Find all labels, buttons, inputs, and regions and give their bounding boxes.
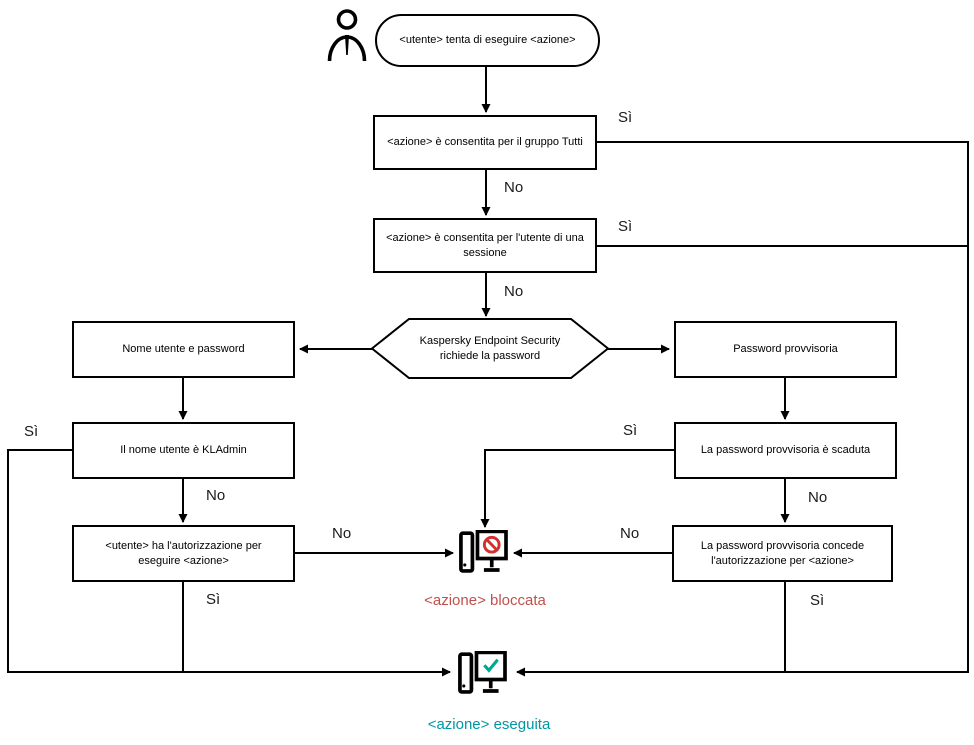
edge-label-yes-kladmin: Sì [24,423,39,440]
decision-hexagon [370,318,610,379]
edge-label-yes-expired: Sì [623,422,638,439]
allowed-for-group-box: <azione> è consentita per il gruppo Tutt… [373,115,597,170]
executed-result-label: <azione> eseguita [427,716,551,733]
edge-label-no-session: No [504,283,524,300]
edge-label-no-group: No [504,179,524,196]
user-icon [327,9,367,62]
kes-prompt-hexagon-label: Kaspersky Endpoint Security richiede la … [419,335,561,362]
computer-check-icon [458,651,507,694]
temporary-password-box: Password provvisoria [674,321,897,378]
edge-label-yes-grants: Sì [810,592,825,609]
username-password-box: Nome utente e password [72,321,295,378]
prohibition-symbol [482,535,501,554]
blocked-result-label: <azione> bloccata [424,592,546,609]
edge-label-yes-group: Sì [618,109,633,126]
start-node: <utente> tenta di eseguire <azione> [375,14,600,67]
allowed-for-session-box: <azione> è consentita per l'utente di un… [373,218,597,273]
check-symbol [483,658,499,673]
edge-label-yes-authorized: Sì [206,591,221,608]
temp-password-expired-box: La password provvisoria è scaduta [674,422,897,479]
user-authorized-box: <utente> ha l'autorizzazione per eseguir… [72,525,295,582]
computer-blocked-icon [459,530,508,573]
edge-label-no-kladmin: No [206,487,226,504]
is-kladmin-box: Il nome utente è KLAdmin [72,422,295,479]
edge-label-no-expired: No [808,489,828,506]
edge-label-yes-session: Sì [618,218,633,235]
temp-password-grants-box: La password provvisoria concede l'autori… [672,525,893,582]
edge-label-no-grants: No [620,525,640,542]
edge-label-no-authorized: No [332,525,352,542]
